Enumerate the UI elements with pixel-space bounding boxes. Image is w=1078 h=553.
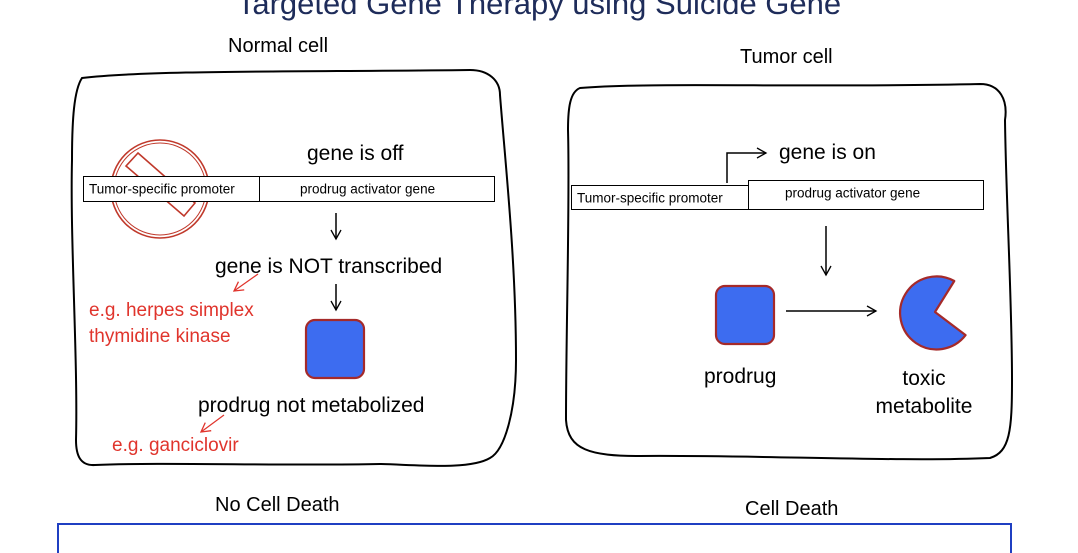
normal-gene-box: prodrug activator gene: [259, 176, 495, 202]
toxic-metabolite-shape: [899, 275, 967, 351]
metabolite-label-line2: metabolite: [875, 395, 973, 418]
bottom-frame: [57, 523, 1012, 553]
normal-cell-outline: [70, 68, 518, 467]
metabolite-label-line1: toxic: [902, 367, 946, 390]
enzyme-pointer-arrow: [232, 273, 259, 292]
tumor-gene-label: prodrug activator gene: [785, 185, 921, 201]
transcription-start-arrow: [726, 147, 768, 183]
tumor-gene-box: prodrug activator gene: [748, 180, 984, 210]
page-title: Targeted Gene Therapy using Suicide Gene: [236, 0, 842, 21]
prodrug-label: prodrug: [704, 365, 777, 388]
enzyme-example-line1: e.g. herpes simplex: [89, 300, 254, 321]
metabolite-label: toxic metabolite: [868, 365, 980, 421]
tumor-promoter-label: Tumor-specific promoter: [577, 190, 723, 205]
tumor-outcome: Cell Death: [745, 498, 839, 520]
tumor-promoter-box: Tumor-specific promoter: [571, 185, 749, 210]
enzyme-example: e.g. herpes simplex thymidine kinase: [89, 298, 254, 350]
normal-cell-heading: Normal cell: [228, 35, 329, 57]
normal-promoter-box: Tumor-specific promoter: [83, 176, 261, 202]
normal-promoter-label: Tumor-specific promoter: [89, 181, 235, 197]
normal-gene-label: prodrug activator gene: [300, 181, 436, 197]
prodrug-example: e.g. ganciclovir: [112, 435, 239, 456]
enzyme-example-line2: thymidine kinase: [89, 326, 231, 347]
prodrug-pointer-arrow: [199, 414, 225, 433]
prodrug-status: prodrug not metabolized: [198, 394, 425, 417]
prodrug-shape-normal: [304, 318, 366, 380]
normal-outcome: No Cell Death: [215, 494, 340, 516]
tumor-cell-outline: [564, 82, 1014, 461]
tumor-cell-heading: Tumor cell: [740, 46, 833, 68]
normal-gene-status: gene is off: [307, 142, 404, 165]
transcription-status: gene is NOT transcribed: [215, 255, 443, 278]
prodrug-shape-tumor: [714, 284, 776, 346]
tumor-gene-status: gene is on: [779, 141, 876, 164]
